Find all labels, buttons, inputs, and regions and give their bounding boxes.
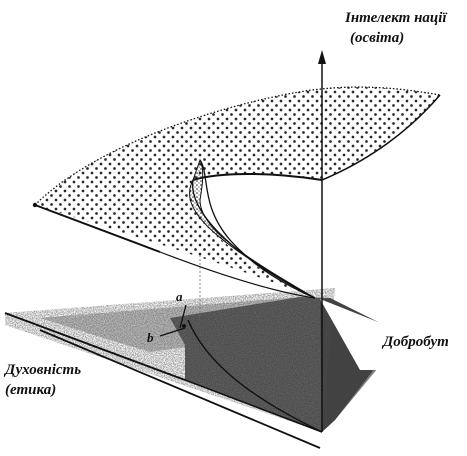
- point-b-label: b: [147, 330, 154, 345]
- intellect-label-line2: (освіта): [350, 30, 404, 46]
- upper-surface-right-edge: [321, 94, 441, 181]
- intellect-label-line1: Інтелект нації: [344, 10, 447, 26]
- base-plane-white-notch: [320, 299, 378, 370]
- fold-line-outer: [199, 159, 316, 299]
- fold-cusp-fill: [189, 158, 316, 299]
- fold-region: [189, 158, 323, 299]
- fold-line-inner: [191, 179, 316, 299]
- upper-surface-front-edge-2: [159, 251, 316, 299]
- marker-a-line: [179, 304, 187, 329]
- upper-surface-fill: [35, 87, 440, 298]
- point-markers: [159, 304, 187, 337]
- spirit-label-line1: Духовність: [3, 362, 81, 378]
- point-a-label: a: [176, 289, 183, 304]
- welfare-label: Добробут: [381, 334, 449, 350]
- foreground-baseline: [39, 329, 321, 449]
- intellect-axis: [318, 50, 326, 432]
- spirit-label-line2: (етика): [5, 382, 56, 398]
- base-curve: [187, 319, 323, 433]
- marker-b-line: [159, 327, 186, 337]
- marker-ab-dot: [182, 324, 186, 328]
- upper-surface: [32, 86, 441, 299]
- base-plane-back-edge: [184, 379, 323, 433]
- base-plane-front-edge: [4, 312, 186, 381]
- upper-surface-corner: [32, 202, 38, 208]
- upper-surface-top-edge: [34, 86, 441, 206]
- upper-surface-front-edge: [34, 204, 161, 253]
- intellect-axis-arrowhead: [318, 50, 326, 64]
